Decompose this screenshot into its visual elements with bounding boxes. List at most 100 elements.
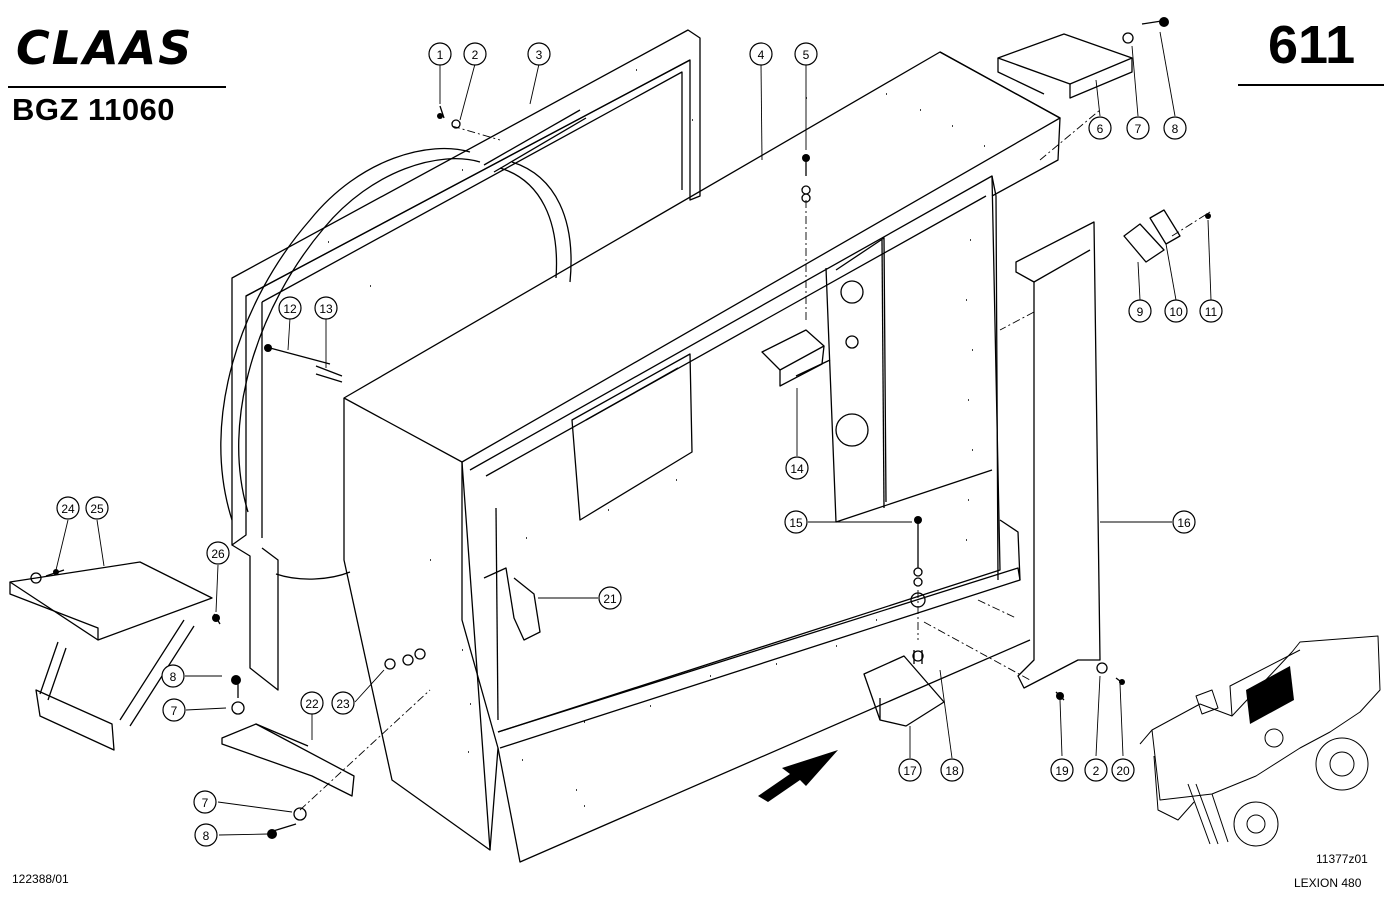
bracket-17 — [863, 650, 945, 727]
callout-8: 8 — [194, 823, 218, 847]
callout-label: 15 — [789, 516, 803, 530]
callout-label: 21 — [603, 592, 617, 606]
top-bracket — [997, 33, 1133, 99]
callout-9: 9 — [1128, 299, 1152, 323]
drawing-ref: 11377z01 — [1316, 852, 1368, 866]
bolt-head-12 — [264, 344, 272, 352]
callout-16: 16 — [1172, 510, 1196, 534]
callout-circle — [194, 823, 218, 847]
callout-label: 10 — [1169, 305, 1183, 319]
callout-circle — [1050, 758, 1074, 782]
callout-circle — [784, 510, 808, 534]
bracket-14 — [761, 329, 831, 387]
callout-label: 6 — [1097, 122, 1104, 136]
callout-label: 25 — [90, 502, 104, 516]
callout-label: 24 — [61, 502, 75, 516]
callout-label: 12 — [283, 302, 297, 316]
callout-circle — [1088, 116, 1112, 140]
callout-circle — [1128, 299, 1152, 323]
callout-label: 11 — [1205, 305, 1218, 319]
bracket-22 — [221, 723, 355, 797]
assembly-code: BGZ 11060 — [12, 92, 176, 127]
callout-label: 5 — [803, 48, 810, 62]
callout-label: 16 — [1177, 516, 1191, 530]
header-rule-right — [1238, 84, 1384, 86]
callout-label: 13 — [319, 302, 333, 316]
callout-4: 4 — [749, 42, 773, 66]
callout-circle — [193, 790, 217, 814]
callout-circle — [1084, 758, 1108, 782]
bolt-head-8 — [1159, 17, 1169, 27]
callout-label: 8 — [203, 829, 210, 843]
callout-circle — [278, 296, 302, 320]
callout-12: 12 — [278, 296, 302, 320]
callout-label: 8 — [170, 670, 177, 684]
callout-26: 26 — [206, 541, 230, 565]
callout-label: 22 — [305, 697, 319, 711]
housing-holes — [328, 69, 985, 807]
callout-10: 10 — [1164, 299, 1188, 323]
callout-21: 21 — [598, 586, 622, 610]
callout-3: 3 — [527, 42, 551, 66]
callout-circle — [56, 496, 80, 520]
callout-20: 20 — [1111, 758, 1135, 782]
callout-circle — [300, 691, 324, 715]
callout-circle — [527, 42, 551, 66]
callout-11: 11 — [1199, 299, 1223, 323]
callout-circle — [940, 758, 964, 782]
svg-text:CLAAS: CLAAS — [16, 24, 193, 72]
callout-8: 8 — [161, 664, 185, 688]
bolt-head-8a — [231, 675, 241, 685]
callout-label: 23 — [336, 697, 350, 711]
callout-circle — [314, 296, 338, 320]
callout-7: 7 — [193, 790, 217, 814]
callout-24: 24 — [56, 496, 80, 520]
radiator-location-marker — [1246, 666, 1294, 724]
callout-7: 7 — [1126, 116, 1150, 140]
callout-label: 2 — [1093, 764, 1100, 778]
callout-label: 7 — [1135, 122, 1142, 136]
side-panel — [1015, 221, 1101, 689]
combine-thumbnail — [1139, 635, 1381, 847]
bolt-head-8b — [267, 829, 277, 839]
bolt-head-26 — [212, 614, 220, 622]
callout-circle — [598, 586, 622, 610]
callout-5: 5 — [794, 42, 818, 66]
callout-6: 6 — [1088, 116, 1112, 140]
leader-lines — [55, 31, 1212, 836]
callout-circle — [749, 42, 773, 66]
callout-25: 25 — [85, 496, 109, 520]
callout-circle — [428, 42, 452, 66]
callout-label: 3 — [536, 48, 543, 62]
document-ref: 122388/01 — [12, 872, 69, 886]
callout-1: 1 — [428, 42, 452, 66]
callout-label: 9 — [1137, 305, 1144, 319]
callout-label: 19 — [1055, 764, 1069, 778]
callout-22: 22 — [300, 691, 324, 715]
callout-13: 13 — [314, 296, 338, 320]
main-housing — [343, 51, 1061, 863]
model-name: LEXION 480 — [1294, 876, 1362, 890]
callout-18: 18 — [940, 758, 964, 782]
bolt-head-5 — [802, 154, 810, 162]
callout-2: 2 — [463, 42, 487, 66]
callout-circle — [162, 698, 186, 722]
bolt-head-15 — [914, 516, 922, 524]
callout-circle — [463, 42, 487, 66]
cover-plates — [1123, 209, 1181, 263]
callout-label: 2 — [472, 48, 479, 62]
callout-label: 7 — [171, 704, 178, 718]
callout-circle — [161, 664, 185, 688]
callout-circle — [898, 758, 922, 782]
callout-circle — [1172, 510, 1196, 534]
callout-circle — [785, 456, 809, 480]
header-rule-left — [8, 86, 226, 88]
bolt-head-20 — [1119, 679, 1125, 685]
callout-label: 17 — [903, 764, 917, 778]
callout-label: 26 — [211, 547, 225, 561]
direction-arrow — [758, 750, 838, 802]
rear-radiator-frame — [231, 29, 701, 691]
callout-label: 8 — [1172, 122, 1179, 136]
claas-logo: CLAAS — [16, 24, 193, 72]
callout-19: 19 — [1050, 758, 1074, 782]
